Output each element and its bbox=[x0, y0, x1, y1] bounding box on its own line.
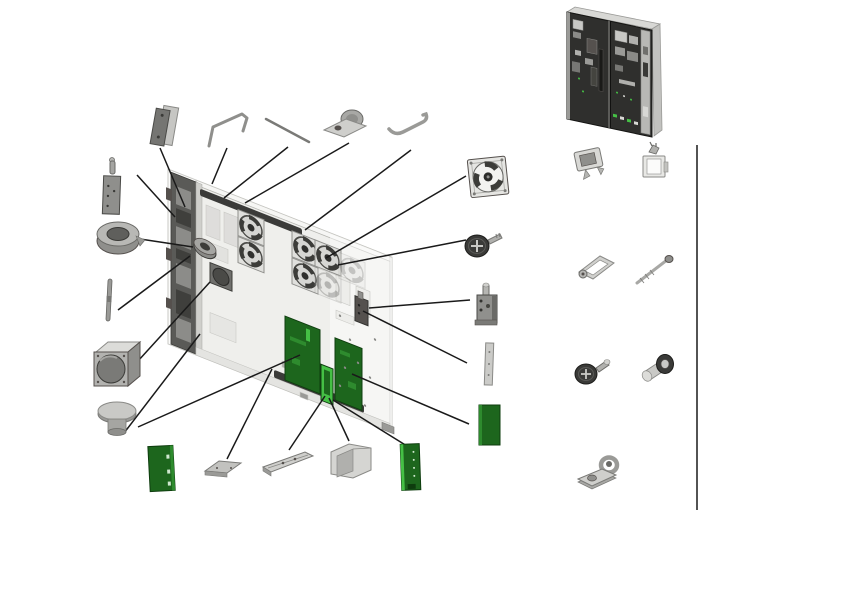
part-mounting-rail bbox=[261, 451, 315, 477]
part-u-channel-bracket bbox=[330, 443, 372, 479]
part-pcb-module-bottom bbox=[399, 443, 422, 491]
leader-line-bent-rod-handle bbox=[304, 149, 412, 231]
chassis-rear-view bbox=[166, 168, 395, 435]
leader-line-mounting-rail bbox=[288, 395, 326, 451]
chassis-left-column bbox=[166, 171, 203, 357]
chassis-top-rail bbox=[200, 189, 302, 236]
leader-line-axial-fan bbox=[325, 175, 467, 259]
part-round-cap-plug bbox=[97, 401, 137, 436]
part-top-bracket-plate bbox=[149, 104, 180, 147]
mounted-pcbs bbox=[284, 315, 363, 412]
leader-line-round-cap-plug bbox=[123, 333, 201, 434]
part-hinge-bracket bbox=[101, 157, 122, 215]
part-standoff-spacer bbox=[641, 354, 674, 382]
mounted-fan-housing bbox=[209, 261, 233, 292]
leader-line-hinge-bracket bbox=[136, 174, 176, 218]
part-long-screw bbox=[635, 255, 674, 285]
part-toroid-ring bbox=[96, 221, 146, 255]
part-lower-bracket bbox=[203, 460, 243, 478]
leader-line-wire-handle bbox=[211, 147, 228, 185]
part-straight-rod bbox=[264, 117, 311, 144]
leader-line-hinge-pin-rod bbox=[117, 255, 191, 311]
callout-leader-lines bbox=[117, 142, 471, 460]
part-cable-clamp-foot bbox=[576, 455, 620, 490]
part-cable-clip-b bbox=[642, 141, 669, 178]
chassis-detail-dots bbox=[338, 314, 377, 407]
part-cable-clip-a bbox=[573, 147, 605, 180]
leader-line-round-cap-plug bbox=[137, 354, 301, 428]
leader-line-saddle-clamp bbox=[244, 142, 350, 204]
leader-line-fan-housing bbox=[137, 281, 211, 362]
leader-line-pcb-card-right bbox=[351, 373, 470, 425]
leader-line-pcb-module-bottom bbox=[332, 399, 408, 447]
chassis-foot bbox=[381, 421, 395, 435]
leader-line-lower-bracket bbox=[226, 368, 273, 460]
part-fan-housing bbox=[93, 340, 142, 388]
part-saddle-clamp bbox=[322, 109, 368, 138]
part-thumbscrew bbox=[464, 232, 503, 258]
leader-line-u-channel-bracket bbox=[328, 397, 350, 442]
part-bent-rod-handle bbox=[387, 111, 429, 136]
leader-line-latch-assembly bbox=[368, 299, 471, 309]
leader-line-thumbscrew bbox=[337, 239, 467, 266]
leader-line-straight-rod bbox=[223, 146, 289, 199]
part-blank-filler-strip bbox=[483, 342, 495, 386]
part-knurled-thumbscrew bbox=[574, 359, 611, 385]
assembled-unit-thumbnail bbox=[565, 6, 663, 138]
mounted-toroid-ring bbox=[193, 237, 217, 260]
part-latch-assembly bbox=[474, 282, 498, 326]
part-pcb-card-left bbox=[147, 444, 176, 493]
part-hinge-pin-rod bbox=[105, 278, 113, 322]
leader-line-toroid-ring bbox=[139, 238, 194, 248]
part-wire-handle bbox=[207, 112, 249, 148]
part-pcb-card-right bbox=[478, 404, 501, 446]
part-square-clamp bbox=[578, 255, 615, 280]
leader-line-blank-filler-strip bbox=[362, 310, 468, 364]
part-axial-fan bbox=[466, 155, 510, 199]
leader-line-top-bracket-plate bbox=[159, 147, 186, 208]
